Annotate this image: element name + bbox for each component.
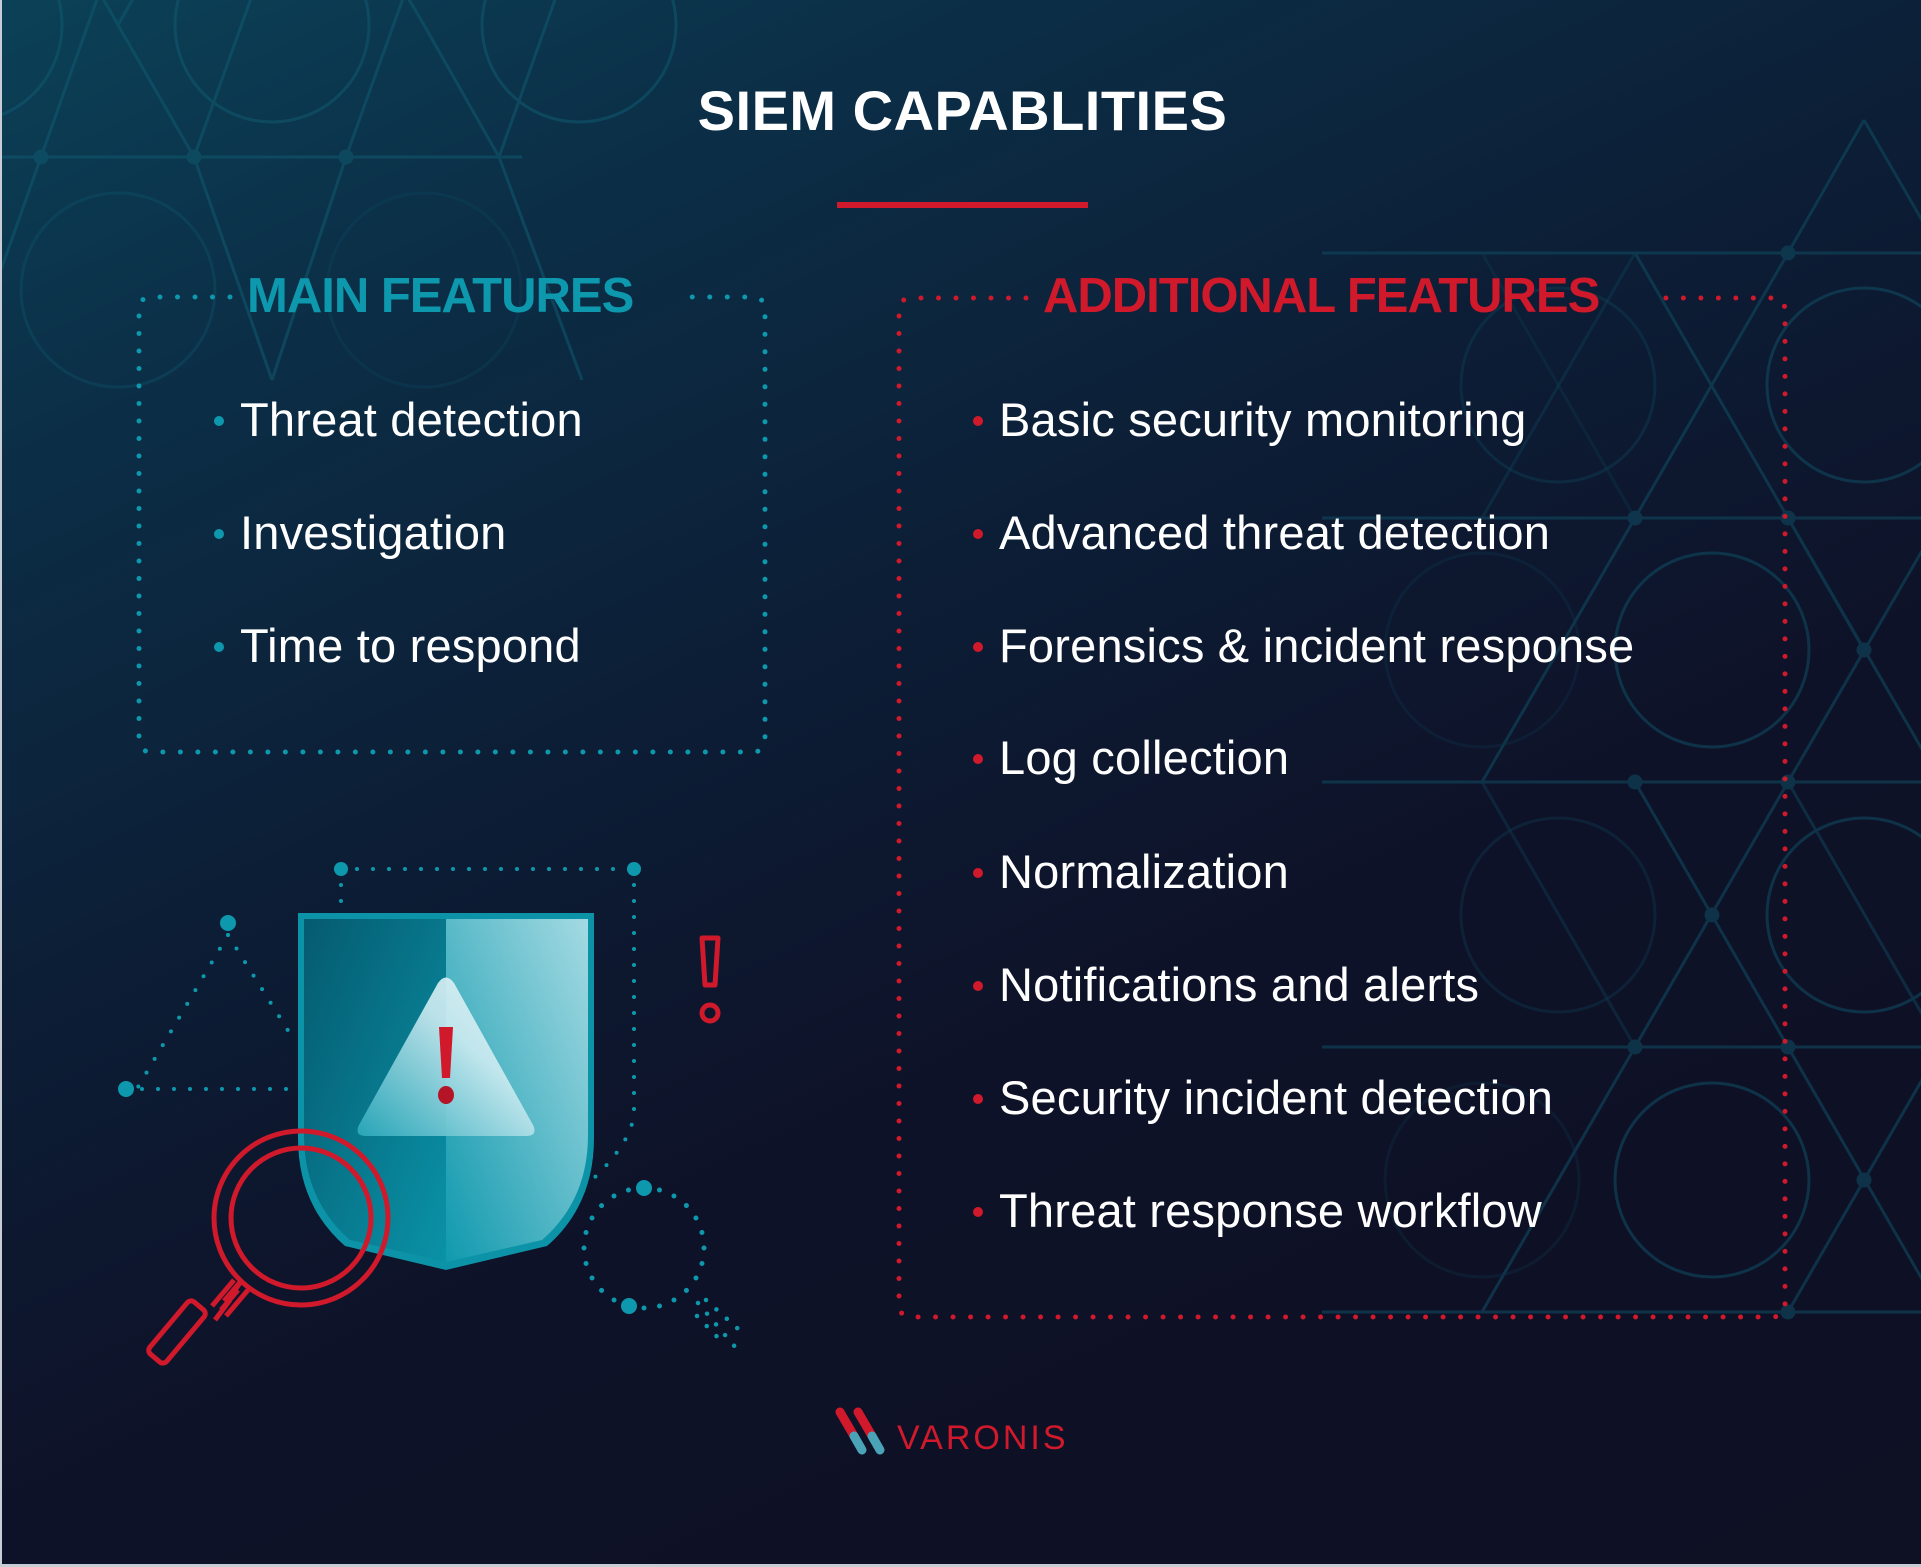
warning-triangle-icon	[357, 977, 535, 1136]
magnifier-icon	[146, 1128, 391, 1366]
shield-icon	[298, 913, 594, 1270]
dotted-magnifier-icon	[581, 1180, 749, 1351]
list-item: Log collection	[973, 730, 1289, 786]
varonis-logo-mark-icon	[835, 1407, 885, 1455]
main-features-heading: MAIN FEATURES	[247, 269, 634, 323]
dotted-frame-icon	[339, 867, 636, 1182]
bullet-icon	[973, 754, 983, 764]
title-underline	[837, 202, 1088, 208]
list-item: Normalization	[973, 844, 1289, 900]
logo-text: VARONIS	[897, 1419, 1069, 1457]
bullet-icon	[973, 1094, 983, 1104]
list-item: Notifications and alerts	[973, 957, 1479, 1013]
page-title: SIEM CAPABLITIES	[697, 79, 1228, 142]
dotted-triangle-icon	[118, 915, 296, 1097]
exclamation-icon	[699, 935, 721, 1024]
list-item: Time to respond	[214, 618, 581, 674]
bullet-icon	[973, 1207, 983, 1217]
list-item: Threat detection	[214, 392, 583, 448]
list-item: Basic security monitoring	[973, 392, 1526, 448]
bullet-icon	[214, 416, 224, 426]
list-item: Advanced threat detection	[973, 505, 1550, 561]
bullet-icon	[973, 529, 983, 539]
bullet-icon	[214, 642, 224, 652]
list-item: Forensics & incident response	[973, 618, 1634, 674]
bullet-icon	[973, 416, 983, 426]
bullet-icon	[973, 981, 983, 991]
bullet-icon	[973, 868, 983, 878]
bullet-icon	[214, 529, 224, 539]
varonis-logo: VARONIS	[834, 1406, 1094, 1458]
list-item: Security incident detection	[973, 1070, 1553, 1126]
list-item: Threat response workflow	[973, 1183, 1542, 1239]
additional-features-heading: ADDITIONAL FEATURES	[1043, 269, 1600, 323]
list-item: Investigation	[214, 505, 507, 561]
bullet-icon	[973, 642, 983, 652]
